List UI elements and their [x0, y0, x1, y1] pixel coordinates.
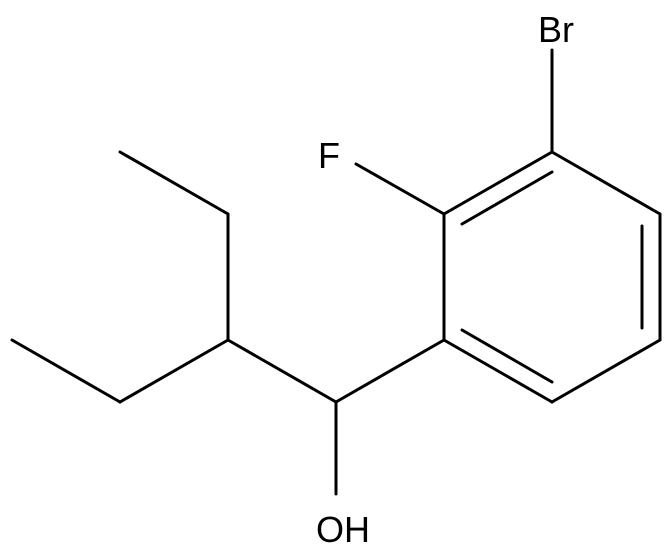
ring-double-bond-c2-c3	[460, 170, 554, 226]
atom-label-fluorine: F	[318, 135, 340, 176]
bond-methyl-lower	[10, 338, 122, 404]
ring-bond-c2-c3	[442, 150, 554, 216]
ring-bond-c5-c6	[550, 338, 662, 404]
bond-methyl-upper	[118, 150, 230, 216]
bond-carbinol-to-ring	[334, 338, 446, 404]
atom-label-hydroxyl: OH	[316, 509, 370, 550]
atom-label-bromine: Br	[538, 9, 574, 50]
bond-ring-to-fluorine	[354, 162, 446, 216]
bond-methylene-lower	[118, 338, 230, 404]
bond-ch-to-carbinol	[226, 338, 338, 404]
ring-bond-c3-c4	[550, 150, 662, 216]
ring-double-bond-c6-c1	[460, 328, 554, 384]
ring-bond-c6-c1	[442, 338, 554, 404]
